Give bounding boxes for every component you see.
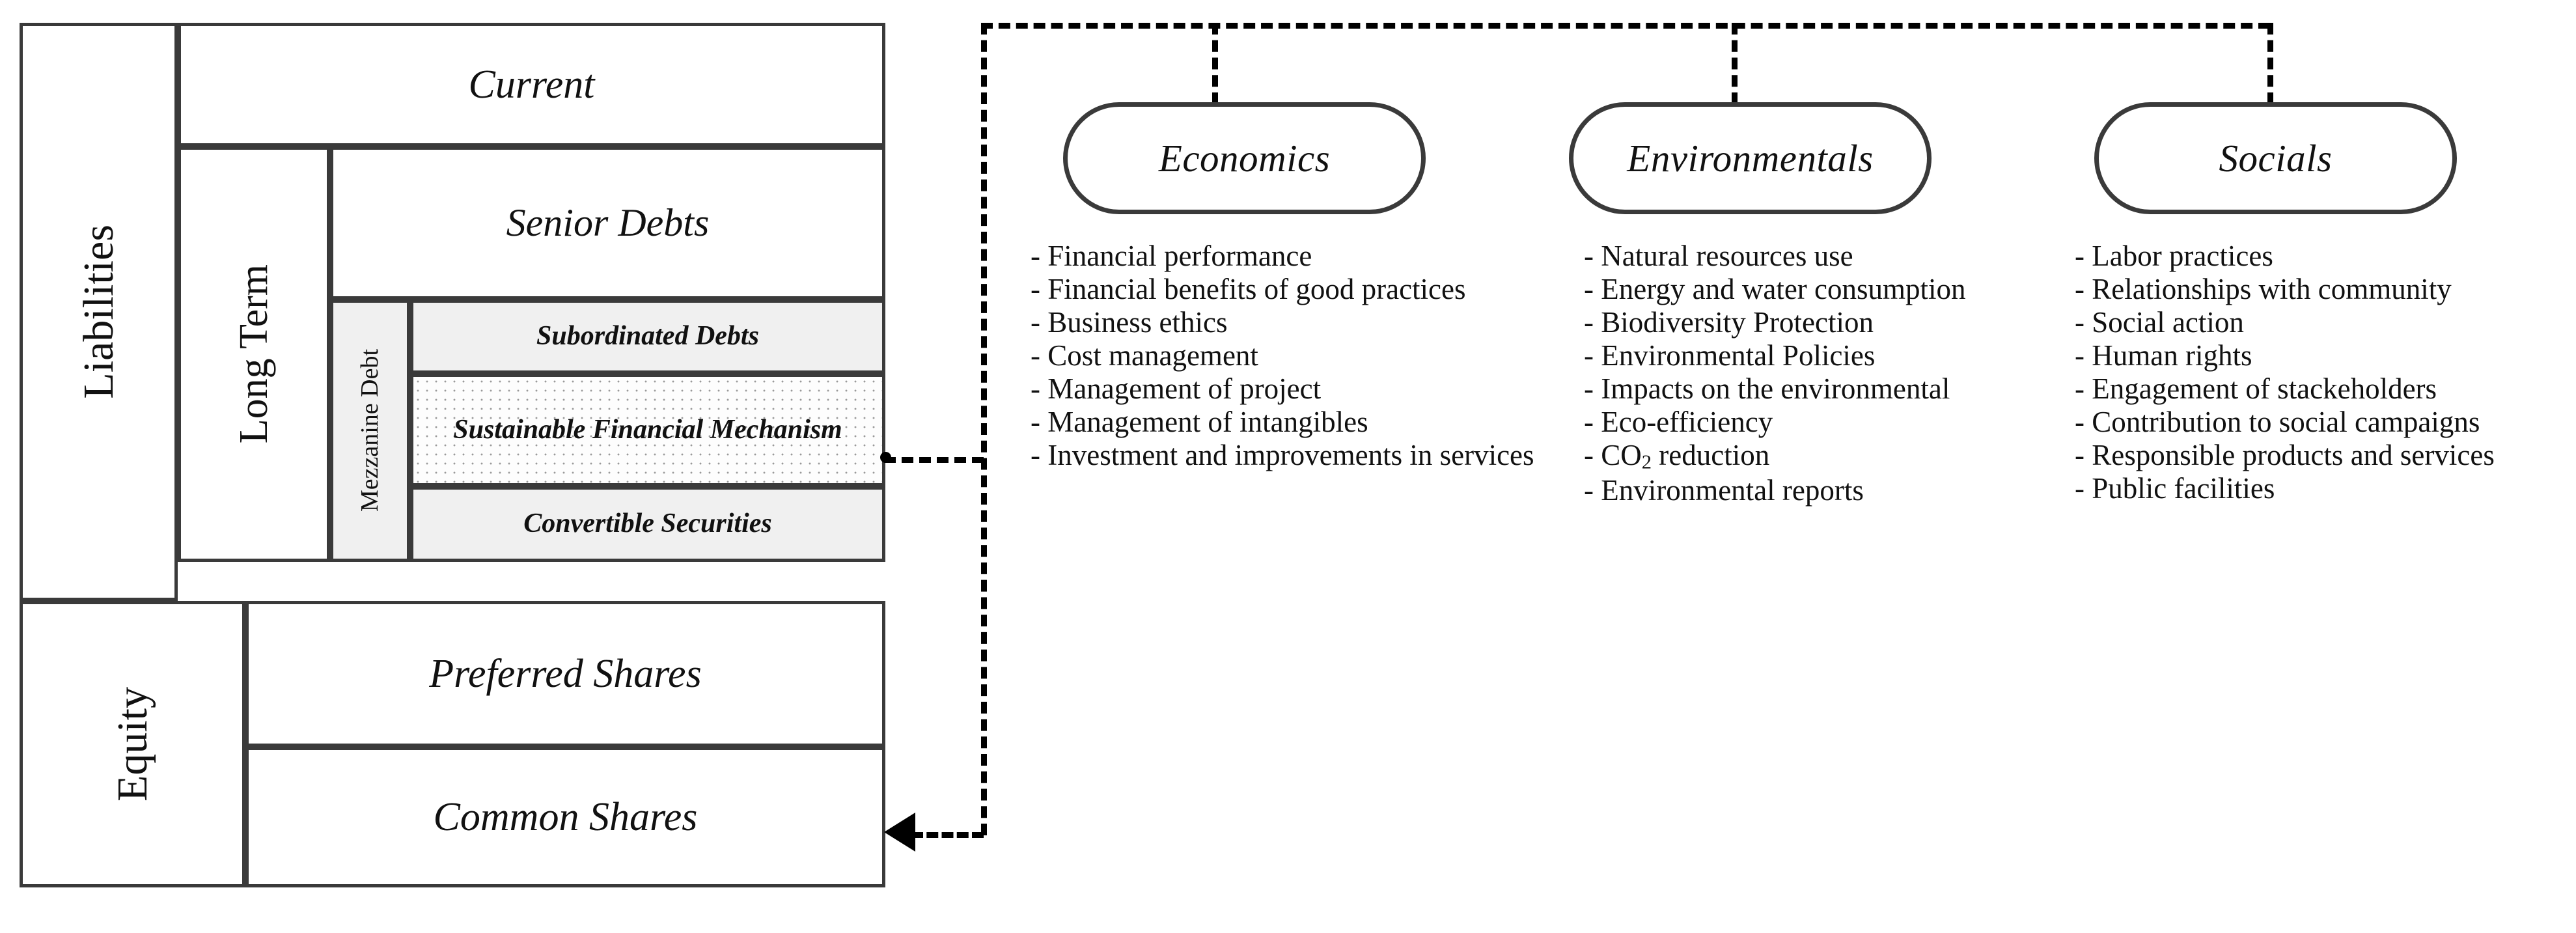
pillar-list-economics: - Financial performance- Financial benef… bbox=[1031, 240, 1551, 472]
list-item: - Biodiversity Protection bbox=[1584, 306, 1874, 339]
long-term-label: Long Term bbox=[231, 264, 276, 444]
equity-label: Equity bbox=[108, 687, 156, 801]
pillar-node-economics[interactable]: Economics bbox=[1063, 102, 1426, 214]
list-item: - Contribution to social campaigns bbox=[2075, 406, 2480, 439]
current-label: Current bbox=[468, 62, 595, 107]
list-item: - Relationships with community bbox=[2075, 273, 2452, 306]
pillar-label-socials: Socials bbox=[2219, 136, 2333, 180]
connector-top-trunk bbox=[981, 23, 2270, 29]
connector-drop-socials bbox=[2267, 23, 2273, 104]
list-item: - Management of intangibles bbox=[1031, 406, 1368, 439]
connector-drop-economics bbox=[1212, 23, 1218, 104]
list-item: - Public facilities bbox=[2075, 472, 2275, 505]
list-item: - Financial benefits of good practices bbox=[1031, 273, 1466, 306]
connector-mechanism-stub bbox=[884, 457, 984, 463]
pillar-list-socials: - Labor practices- Relationships with co… bbox=[2075, 240, 2569, 506]
connector-bottom-stub bbox=[911, 832, 984, 838]
pillar-label-environmentals: Environmentals bbox=[1627, 136, 1874, 180]
list-item: - Business ethics bbox=[1031, 306, 1228, 339]
list-item: - Eco-efficiency bbox=[1584, 406, 1773, 439]
pillar-node-environmentals[interactable]: Environmentals bbox=[1569, 102, 1932, 214]
liabilities-label: Liabilities bbox=[74, 225, 122, 399]
cell-senior-debts: Senior Debts bbox=[330, 146, 885, 299]
list-item: - Labor practices bbox=[2075, 240, 2273, 272]
cell-long-term: Long Term bbox=[178, 146, 330, 562]
cell-sustainable-financial-mechanism: Sustainable Financial Mechanism bbox=[410, 374, 885, 486]
list-item: - Human rights bbox=[2075, 339, 2252, 372]
list-item: - Management of project bbox=[1031, 372, 1322, 406]
list-item: - Energy and water consumption bbox=[1584, 273, 1966, 306]
connector-source-dot bbox=[880, 452, 891, 463]
list-item: - Environmental Policies bbox=[1584, 339, 1876, 372]
list-item: - CO2 reduction bbox=[1584, 439, 1770, 473]
preferred-shares-label: Preferred Shares bbox=[429, 651, 702, 696]
cell-subordinated-debts: Subordinated Debts bbox=[410, 299, 885, 374]
cell-preferred-shares: Preferred Shares bbox=[245, 601, 885, 747]
common-shares-label: Common Shares bbox=[433, 794, 698, 839]
senior-debts-label: Senior Debts bbox=[506, 201, 710, 245]
cell-convertible-securities: Convertible Securities bbox=[410, 486, 885, 562]
list-item: - Natural resources use bbox=[1584, 240, 1853, 272]
list-item: - Financial performance bbox=[1031, 240, 1312, 272]
list-item: - Environmental reports bbox=[1584, 473, 1864, 507]
list-item: - Responsible products and services bbox=[2075, 439, 2495, 472]
sustainable-financial-mechanism-label: Sustainable Financial Mechanism bbox=[453, 414, 842, 445]
convertible-securities-label: Convertible Securities bbox=[523, 508, 772, 539]
cell-mezzanine-debt: Mezzanine Debt bbox=[330, 299, 410, 562]
cell-equity: Equity bbox=[20, 601, 245, 887]
list-item: - Social action bbox=[2075, 306, 2244, 339]
list-item: - Investment and improvements in service… bbox=[1031, 439, 1534, 472]
list-item: - Engagement of stackeholders bbox=[2075, 372, 2437, 406]
pillar-node-socials[interactable]: Socials bbox=[2094, 102, 2457, 214]
connector-left-vertical bbox=[981, 23, 987, 835]
cell-current: Current bbox=[178, 23, 885, 146]
connector-drop-environmentals bbox=[1732, 23, 1738, 104]
pillar-label-economics: Economics bbox=[1158, 136, 1331, 180]
list-item: - Impacts on the environmental bbox=[1584, 372, 1950, 406]
cell-liabilities: Liabilities bbox=[20, 23, 178, 601]
mezzanine-debt-label: Mezzanine Debt bbox=[355, 349, 383, 512]
subordinated-debts-label: Subordinated Debts bbox=[536, 321, 759, 352]
pillar-list-environmentals: - Natural resources use- Energy and wate… bbox=[1584, 240, 2066, 507]
connector-arrowhead bbox=[884, 813, 915, 852]
cell-common-shares: Common Shares bbox=[245, 747, 885, 887]
list-item: - Cost management bbox=[1031, 339, 1258, 372]
